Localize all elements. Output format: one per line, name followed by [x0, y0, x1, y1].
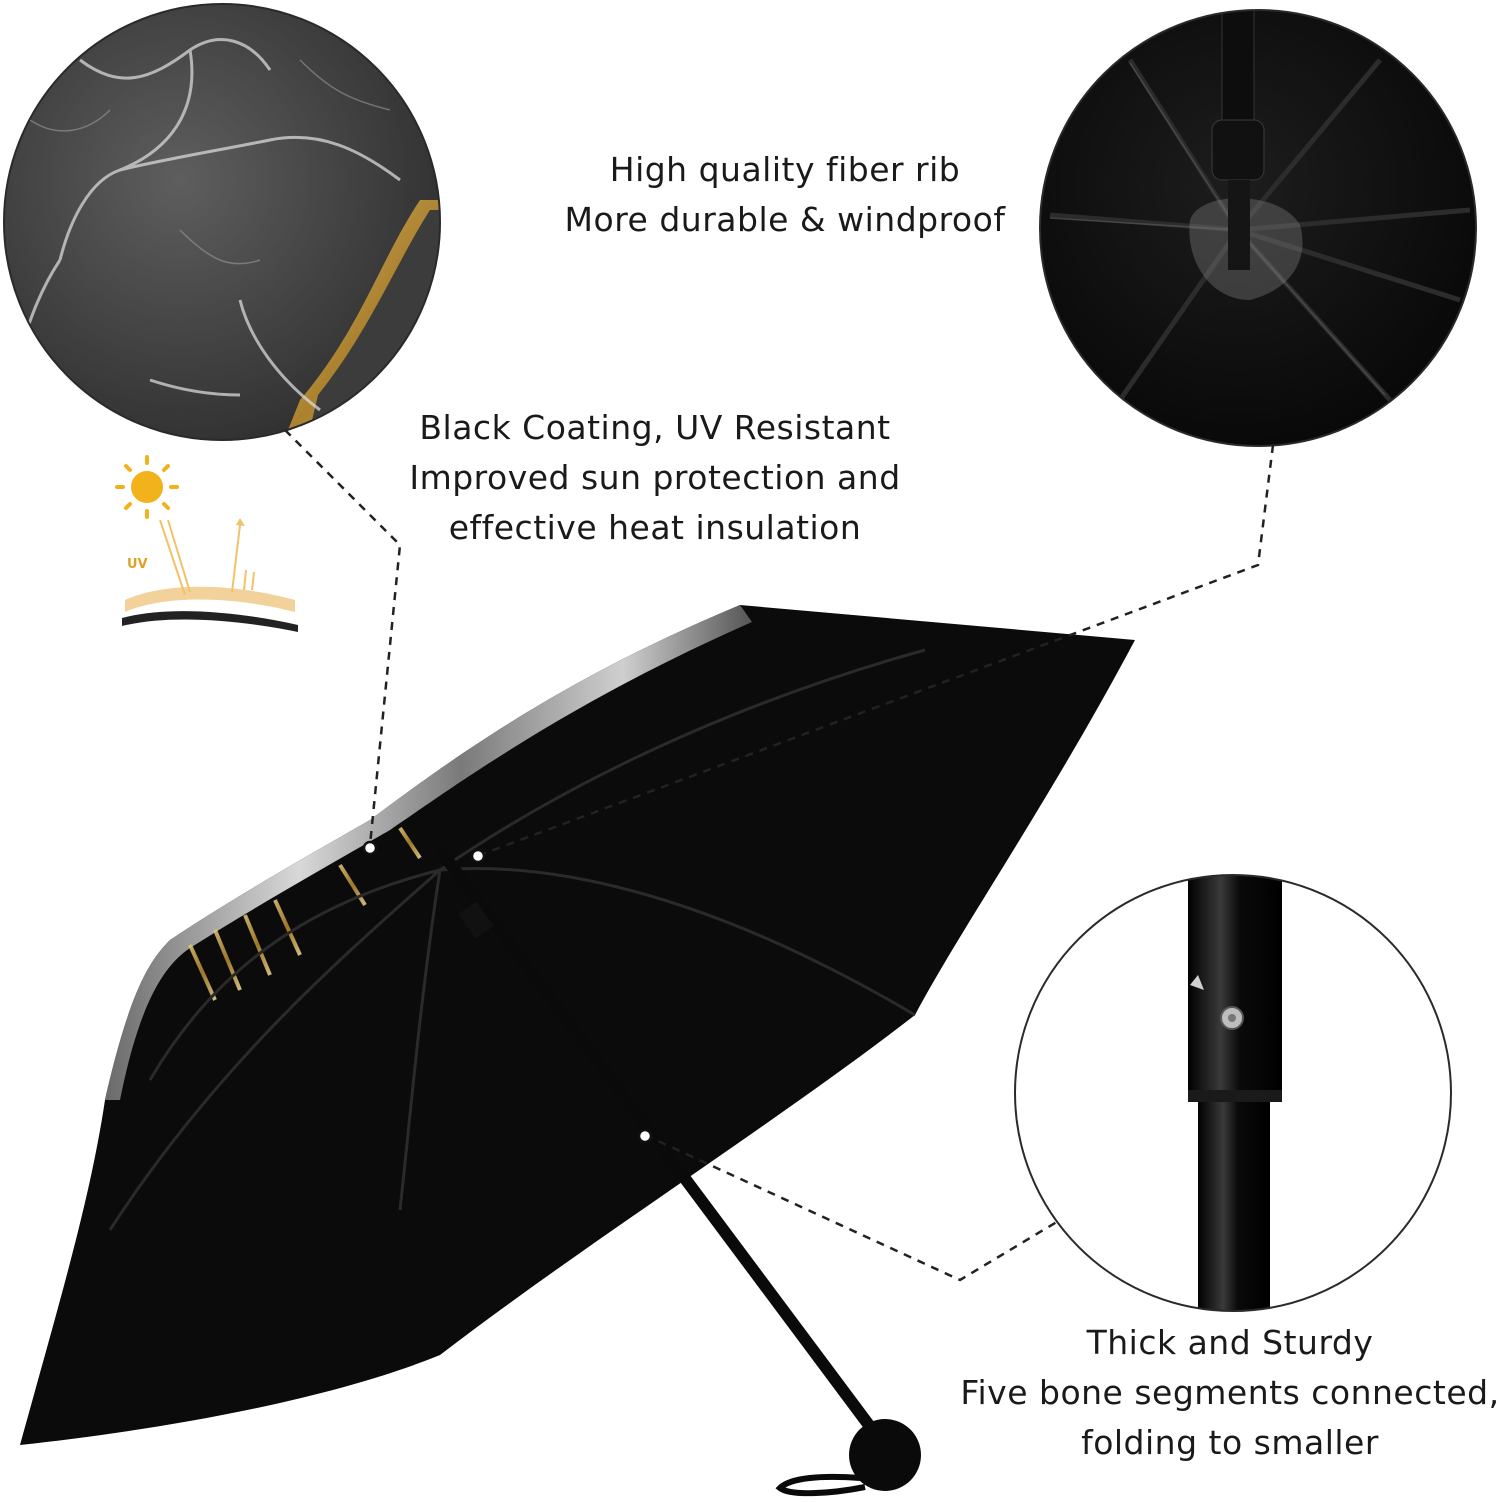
sun-icon [115, 455, 179, 519]
coating-feature-line-2: Improved sun protection and [409, 458, 901, 497]
handle-feature-line-1: Thick and Sturdy [1086, 1323, 1374, 1362]
fabric-detail-circle [3, 3, 441, 441]
rib-detail-circle [1039, 9, 1477, 447]
coating-feature-caption: Black Coating, UV Resistant Improved sun… [380, 403, 930, 553]
handle-feature-caption: Thick and Sturdy Five bone segments conn… [950, 1318, 1500, 1468]
callout-leader-lines [284, 429, 1275, 1282]
coating-feature-line-1: Black Coating, UV Resistant [419, 408, 891, 447]
rib-feature-caption: High quality fiber rib More durable & wi… [520, 145, 1050, 245]
handle-feature-line-3: folding to smaller [1081, 1423, 1379, 1462]
rib-feature-line-1: High quality fiber rib [609, 150, 961, 189]
shaft-detail-circle [1014, 874, 1452, 1312]
uv-protection-icon: UV [115, 455, 298, 632]
handle-feature-line-2: Five bone segments connected, [960, 1373, 1500, 1412]
uv-label: UV [127, 557, 148, 572]
umbrella-illustration [20, 605, 1135, 1497]
callout-anchor-points [362, 840, 653, 1144]
coating-feature-line-3: effective heat insulation [448, 508, 862, 547]
uv-layer-icon: UV [122, 518, 298, 632]
rib-feature-line-2: More durable & windproof [564, 200, 1006, 239]
